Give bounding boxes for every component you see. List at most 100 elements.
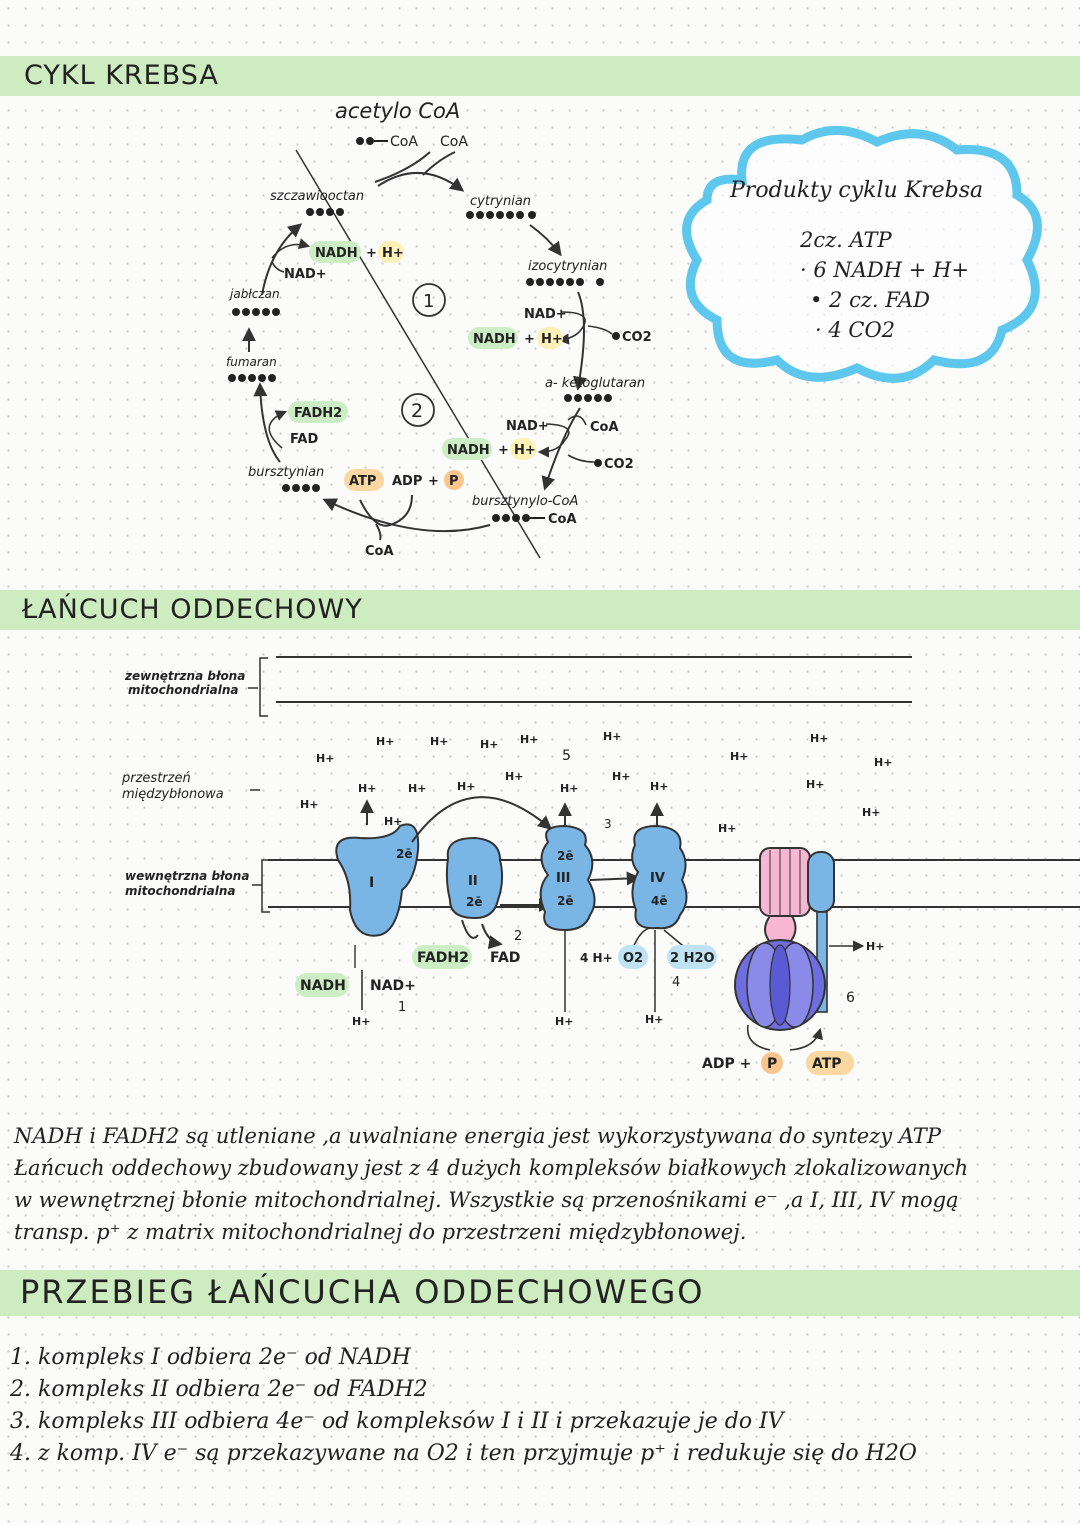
hplus: H+ [560,782,578,795]
respiratory-chain-diagram: zewnętrzna błona mitochondrialna przestr… [121,656,1080,1075]
fumarate-dots [228,374,276,382]
coa-in: CoA [590,420,619,435]
malate-label: jabłczan [228,287,280,301]
outer-membrane-label-2: mitochondrialna [128,683,239,697]
oxaloacetate-dots [306,208,344,216]
nad-plus-1: NAD+ [524,307,567,322]
complex-ii-label: II [468,874,478,889]
hplus: H+ [430,735,448,748]
isocitrate-dots [526,278,604,286]
co2-2: CO2 [604,457,634,472]
hplus: H+ [457,780,475,793]
step-item-3: 3. kompleks III odbiera 4e⁻ od kompleksó… [10,1409,784,1434]
co2-1: CO2 [622,330,652,345]
chain-heading-band [0,590,1080,630]
hplus: H+ [806,778,824,791]
step-2-number: 2 [411,400,423,422]
outer-membrane-label-1: zewnętrzna błona [124,669,245,683]
ketoglutarate-label: a- ketoglutaran [545,376,645,391]
isocitrate-label: izocytrynian [528,259,607,274]
hplus: H+ [505,770,523,783]
hplus: H+ [358,782,376,795]
paragraph-line-3: w wewnętrznej błonie mitochondrialnej. W… [14,1188,959,1212]
fad-krebs: FAD [290,432,318,447]
succinate-label: bursztynian [248,465,324,480]
succinyl-coa-part: CoA [548,512,577,527]
hplus: H+ [718,822,736,835]
atp-chain: ATP [812,1056,842,1072]
acetyl-coa-label: acetylo CoA [335,99,460,123]
paragraph-line-1: NADH i FADH2 są utleniane ,a uwalniane e… [14,1124,941,1148]
malate-dots [232,308,280,316]
succinate-dots [282,484,320,492]
complex-iv-label: IV [650,871,665,886]
succinyl-coa-label: bursztynylo-CoA [472,494,578,509]
nad-plus-3: NAD+ [284,267,327,282]
number-6: 6 [846,990,855,1006]
krebs-heading: CYKL KREBSA [24,60,219,91]
fadh2-krebs: FADH2 [294,406,342,421]
paragraph-line-2: Łańcuch oddechowy zbudowany jest z 4 duż… [14,1156,969,1180]
fumarate-label: fumaran [226,355,277,369]
e2-complex-ii: 2ē [466,895,483,909]
ketoglutarate-dots [564,394,612,402]
complex-i-label: I [369,875,374,891]
description-paragraph: NADH i FADH2 są utleniane ,a uwalniane e… [14,1120,1064,1248]
products-title: Produkty cyklu Krebsa [730,178,984,203]
fad-chain: FAD [490,950,520,966]
acetyl-coa-released: CoA [440,134,468,150]
nadh-chain: NADH [300,978,346,994]
hplus: H+ [384,815,402,828]
hplus: H+ [645,1013,663,1026]
nadh-3: NADH [315,246,358,261]
krebs-heading-band [0,56,1080,96]
step-1-number: 1 [423,291,434,312]
e2-complex-iii-top: 2ē [557,849,574,863]
chain-steps-list: 1. kompleks I odbiera 2e⁻ od NADH 2. kom… [10,1342,1070,1470]
e2-complex-iii-bottom: 2ē [557,894,574,908]
complex-iii-label: III [556,871,571,886]
course-heading: PRZEBIEG ŁAŃCUCHA ODDECHOWEGO [20,1273,705,1311]
citrate-label: cytrynian [470,194,531,209]
hplus: H+ [408,782,426,795]
krebs-cycle-diagram: acetylo CoA CoA CoA szczawiooctan cytryn… [226,99,652,559]
intermembrane-label-1: przestrzeń [121,771,191,786]
product-item-0: 2cz. ATP [800,228,892,252]
inner-membrane-label-1: wewnętrzna błona [125,869,249,883]
hplus: H+ [555,1015,573,1028]
h2o-chain: 2 H2O [670,951,715,966]
hplus: H+ [612,770,630,783]
plus-adp: + [428,474,439,489]
plus-2: + [498,443,509,458]
e4-complex-iv: 4ē [651,894,668,908]
fadh2-chain: FADH2 [417,950,469,966]
step-item-1: 1. kompleks I odbiera 2e⁻ od NADH [10,1345,411,1370]
hplus: H+ [520,733,538,746]
atp-krebs: ATP [349,474,376,489]
nad-chain: NAD+ [370,978,416,994]
o2-chain: O2 [623,951,643,966]
intermembrane-label-2: międzybłonowa [122,787,224,802]
product-item-3: · 4 CO2 [815,318,896,342]
step-item-2: 2. kompleks II odbiera 2e⁻ od FADH2 [10,1377,428,1402]
number-3: 3 [604,817,612,831]
succinyl-dots [492,514,545,522]
hplus-3: H+ [382,246,404,261]
number-1: 1 [398,1000,406,1015]
e2-complex-i: 2ē [396,847,413,861]
hplus-2: H+ [514,443,536,458]
oxaloacetate-label: szczawiooctan [270,189,364,204]
hplus-1: H+ [541,332,563,347]
plus-3: + [366,246,377,261]
hplus: H+ [730,750,748,763]
plus-1: + [524,332,535,347]
nad-plus-2: NAD+ [506,419,549,434]
hplus: H+ [650,780,668,793]
coa-out: CoA [365,544,394,559]
inner-membrane-label-2: mitochondrialna [125,884,236,898]
course-heading-band [0,1270,1080,1316]
number-2: 2 [514,929,522,944]
hplus: H+ [376,735,394,748]
hplus: H+ [480,738,498,751]
adp-chain: ADP + [702,1056,751,1072]
